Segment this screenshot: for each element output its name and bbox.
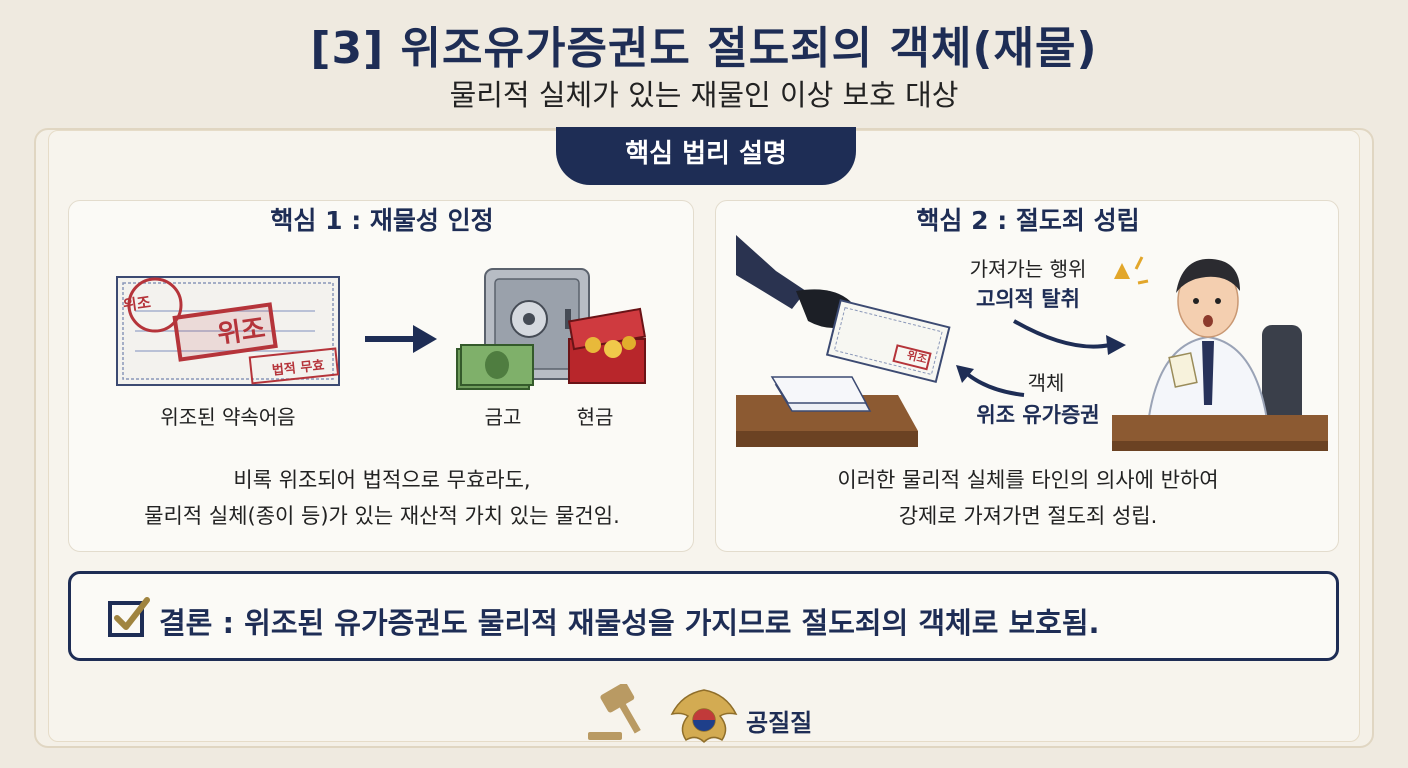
panel-1-title: 핵심 1 : 재물성 인정 [270,206,494,235]
conclusion-text: 결론 : 위조된 유가증권도 물리적 재물성을 가지므로 절도죄의 객체로 보호… [159,606,1100,640]
round-stamp-text: 위조 [121,293,152,315]
gavel-icon [588,684,641,740]
victim-businessman-illustration [1112,256,1328,451]
cash-caption: 현금 [576,405,614,429]
forged-note-illustration [116,276,340,386]
act-label: 가져가는 행위 [969,257,1087,281]
checkbox-checked-icon [108,597,150,637]
panel-key-point-2: 핵심 2 : 절도죄 성립 위조 가져가는 행위 고의적 탈취 객체 위조 유가… [715,200,1339,552]
safe-and-cash-illustration [456,268,647,390]
panel-2-body-line-2: 강제로 가져가면 절도죄 성립. [898,504,1158,528]
panel-1-body-line-1: 비록 위조되어 법적으로 무효라도, [233,468,531,492]
theft-hand-illustration [736,235,951,447]
object-label: 객체 [1027,371,1065,395]
panel-2-title: 핵심 2 : 절도죄 성립 [916,206,1140,235]
forged-note-caption: 위조된 약속어음 [160,405,296,429]
panel-1-body-line-2: 물리적 실체(종이 등)가 있는 재산적 가치 있는 물건임. [144,504,620,528]
page-subtitle: 물리적 실체가 있는 재물인 이상 보호 대상 [449,78,959,112]
act-emphasis: 고의적 탈취 [976,287,1080,311]
page-title: [3] 위조유가증권도 절도죄의 객체(재물) [310,23,1098,74]
conclusion-box: 결론 : 위조된 유가증권도 물리적 재물성을 가지므로 절도죄의 객체로 보호… [68,571,1339,661]
safe-caption: 금고 [484,405,522,429]
arrow-right-icon [365,325,437,353]
object-emphasis: 위조 유가증권 [976,403,1100,427]
panel-key-point-1: 핵심 1 : 재물성 인정 위조 위조 법적 무효 위조된 약속어음 [68,200,694,552]
curved-arrow-left-icon [956,365,1025,397]
curved-arrow-right-icon [1013,319,1126,355]
panel-2-body-line-1: 이러한 물리적 실체를 타인의 의사에 반하여 [837,468,1219,492]
footer-brand: 공질질 [746,709,813,737]
police-emblem-icon [670,689,738,744]
section-ribbon: 핵심 법리 설명 [556,127,856,185]
